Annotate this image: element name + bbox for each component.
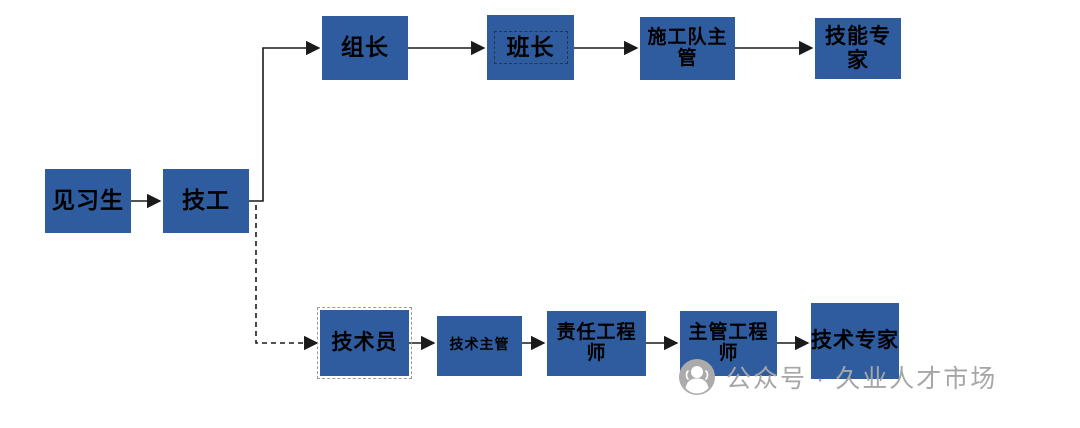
node-technical-expert-label: 技术专家 [811,328,899,353]
node-technical-supervisor-label: 技术主管 [449,338,510,354]
node-technical-staff-label: 技术员 [331,330,398,355]
node-responsible-engineer: 责任工程师 [547,311,646,376]
node-skill-expert-label: 技能专家 [825,24,891,72]
watermark-text: 公众号 · 久业人才市场 [726,365,998,393]
node-construction-team-supervisor: 施工队主管 [640,17,735,80]
node-supervising-engineer: 主管工程师 [680,311,777,376]
node-technical-staff: 技术员 [317,307,412,379]
node-technical-expert: 技术专家 [811,303,899,379]
node-squad-leader: 班长 [487,15,574,80]
node-construction-team-supervisor-label: 施工队主管 [647,26,728,69]
node-group-leader-label: 组长 [341,35,389,61]
watermark: 公众号 · 久业人才市场 [678,358,997,396]
node-trainee: 见习生 [45,169,131,233]
node-supervising-engineer-label: 主管工程师 [688,321,769,364]
node-squad-leader-label: 班长 [493,30,568,65]
wechat-official-account-icon [679,359,715,395]
node-group-leader: 组长 [322,16,408,80]
node-trainee-label: 见习生 [52,188,124,214]
edge-technician-group-leader [249,40,321,202]
edge-technician-technical-staff [255,205,319,351]
node-skill-expert: 技能专家 [815,18,901,79]
node-responsible-engineer-label: 责任工程师 [556,321,637,364]
node-technician: 技工 [163,169,249,233]
node-technical-supervisor: 技术主管 [437,316,522,376]
node-technician-label: 技工 [182,188,230,214]
